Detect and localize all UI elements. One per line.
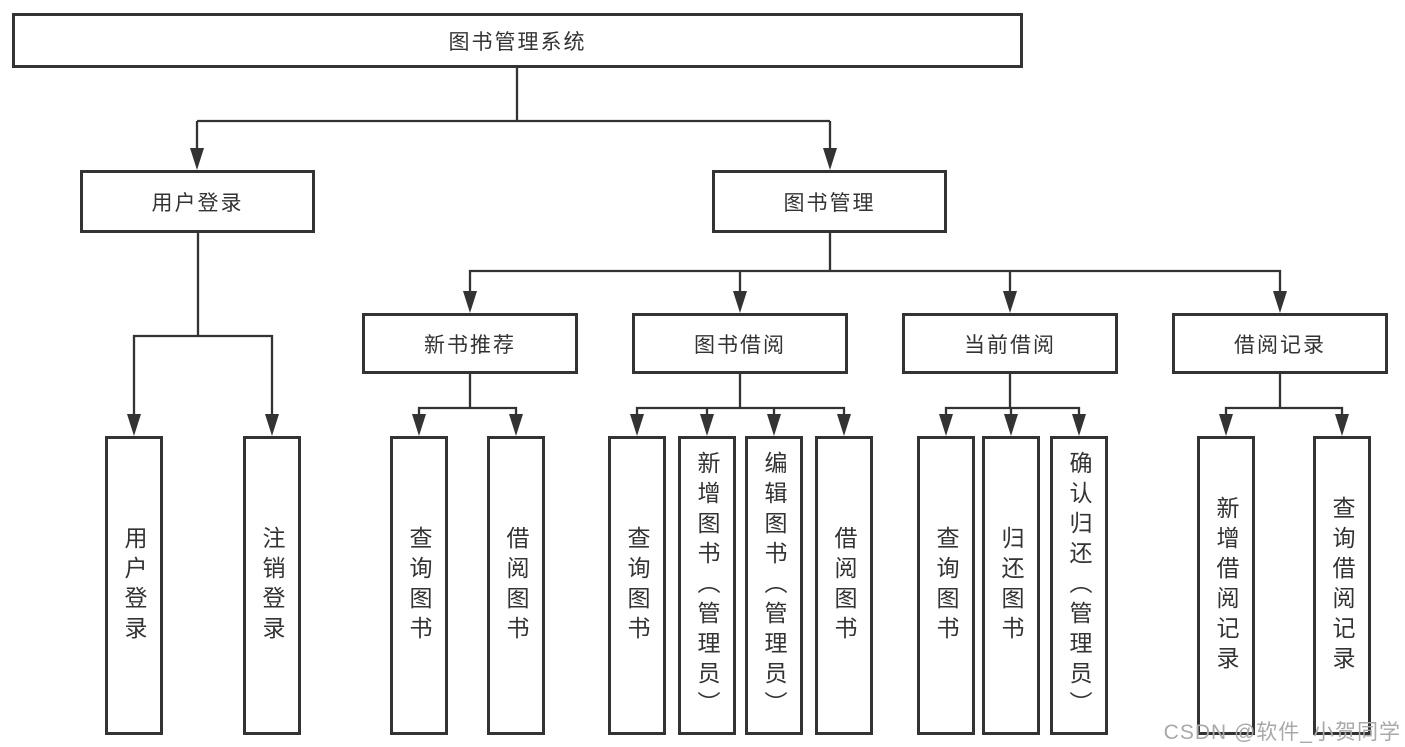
leaf-current-confirm-return-admin: 确认归还（管理员） bbox=[1050, 436, 1108, 735]
node-current-borrowing: 当前借阅 bbox=[902, 313, 1118, 374]
leaf-logout: 注销登录 bbox=[243, 436, 301, 735]
node-user-login: 用户登录 bbox=[80, 170, 315, 233]
leaf-records-query-record: 查询借阅记录 bbox=[1313, 436, 1371, 735]
leaf-borrow-borrow-books: 借阅图书 bbox=[815, 436, 873, 735]
leaf-current-query-books: 查询图书 bbox=[917, 436, 975, 735]
leaf-borrow-add-books-admin: 新增图书（管理员） bbox=[678, 436, 736, 735]
node-borrowing-records: 借阅记录 bbox=[1172, 313, 1388, 374]
leaf-records-add-record: 新增借阅记录 bbox=[1197, 436, 1255, 735]
leaf-current-return-books: 归还图书 bbox=[982, 436, 1040, 735]
leaf-newbooks-query-books: 查询图书 bbox=[390, 436, 448, 735]
leaf-borrow-query-books: 查询图书 bbox=[608, 436, 666, 735]
node-book-management: 图书管理 bbox=[712, 170, 947, 233]
node-new-book-recommendation: 新书推荐 bbox=[362, 313, 578, 374]
leaf-borrow-edit-books-admin: 编辑图书（管理员） bbox=[745, 436, 803, 735]
leaf-newbooks-borrow-books: 借阅图书 bbox=[487, 436, 545, 735]
node-book-borrowing: 图书借阅 bbox=[632, 313, 848, 374]
watermark-text: CSDN @软件_小贺同学 bbox=[1163, 721, 1401, 744]
leaf-user-login: 用户登录 bbox=[105, 436, 163, 735]
node-root: 图书管理系统 bbox=[12, 13, 1023, 68]
